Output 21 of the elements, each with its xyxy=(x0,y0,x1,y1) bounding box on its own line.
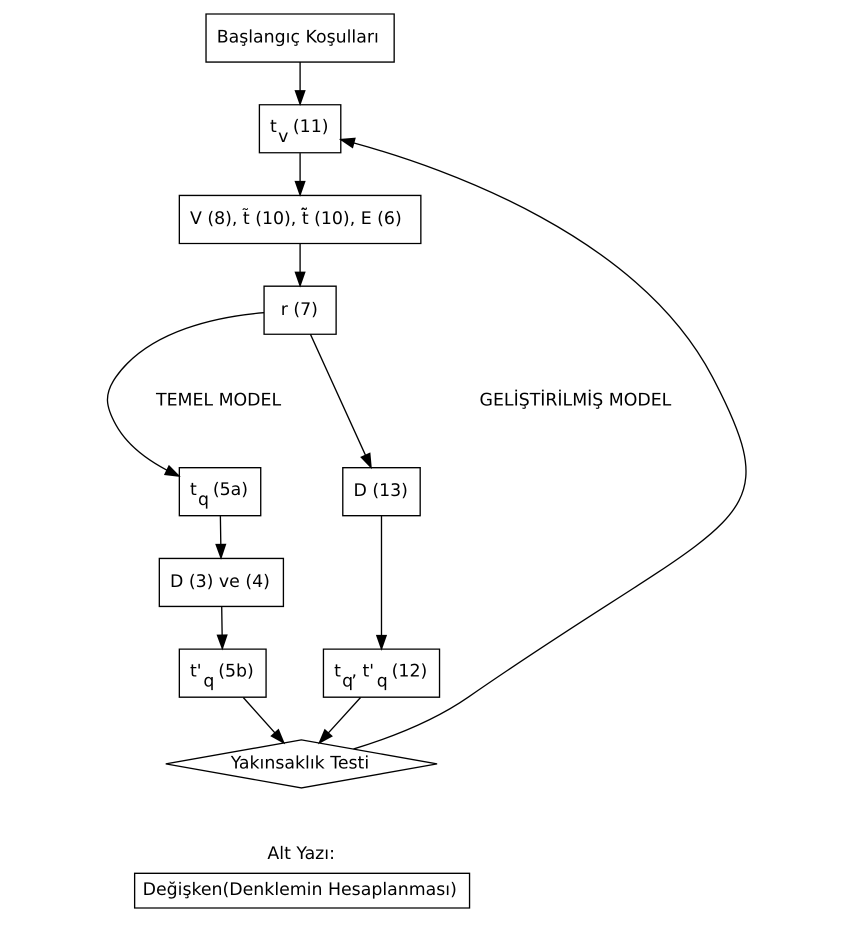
arrow xyxy=(375,516,387,651)
arrow xyxy=(338,138,746,750)
arrow xyxy=(106,312,264,477)
node-box: Başlangıç Koşulları xyxy=(204,13,394,63)
label: GELİŞTİRİLMİŞ MODEL xyxy=(479,390,671,410)
arrow xyxy=(294,244,306,288)
node-box: Değişken(Denklemin Hesaplanması) xyxy=(133,872,470,909)
arrow xyxy=(242,697,285,744)
node-box: r (7) xyxy=(262,286,336,335)
arrow xyxy=(214,516,226,560)
arrow xyxy=(317,697,360,744)
arrow xyxy=(309,334,372,470)
label: TEMEL MODEL xyxy=(155,390,281,410)
node-box: D (3) ve (4) xyxy=(158,558,284,608)
arrow xyxy=(216,606,228,651)
arrow xyxy=(294,62,306,106)
node-diamond: Yakınsaklık Testi xyxy=(164,739,438,789)
node-label: Alt Yazı: xyxy=(266,844,334,864)
arrow xyxy=(294,153,306,197)
node-box: D (13) xyxy=(342,467,420,516)
node-box: V (8), t̃ (10), t̃̃ (10), E (6) xyxy=(178,194,422,244)
